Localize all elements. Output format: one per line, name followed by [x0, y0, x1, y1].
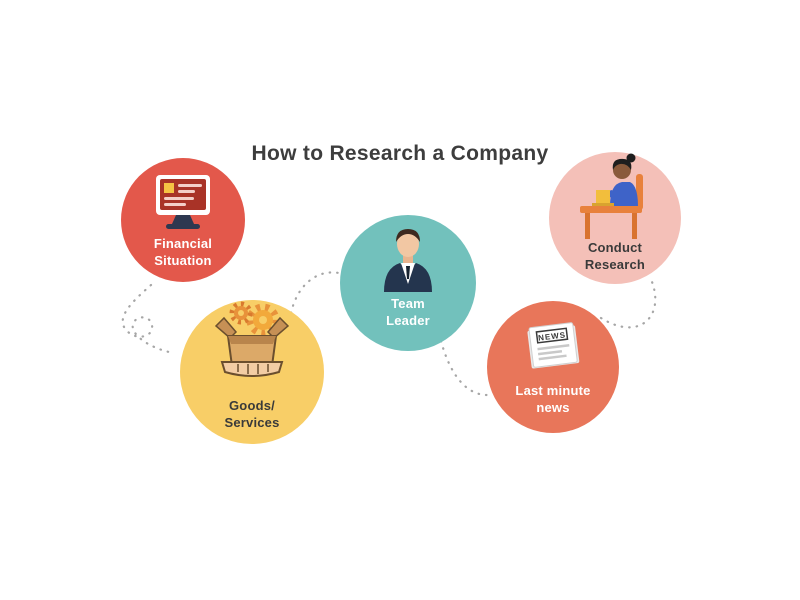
page-title: How to Research a Company	[251, 142, 549, 165]
circle-last-minute-news	[487, 301, 619, 433]
connector-financial-goods	[121, 283, 171, 354]
label-last-minute-news: Last minute news	[515, 383, 591, 415]
label-conduct-research: Conduct Research	[584, 240, 646, 272]
label-financial-situation: Financial Situation	[153, 236, 213, 268]
businessman-avatar-icon	[384, 229, 432, 292]
connector-goods-leader	[289, 271, 341, 315]
news-icon-text: NEWS	[538, 330, 567, 342]
connector-news-research	[599, 275, 657, 329]
box-gears-hand-icon	[214, 301, 290, 377]
newspaper-icon: NEWS	[527, 322, 580, 369]
circle-conduct-research	[549, 152, 681, 284]
person-at-desk-icon	[580, 153, 643, 239]
monitor-dashboard-icon	[156, 175, 210, 229]
label-goods-services: Goods/ Services	[224, 398, 280, 430]
connector-leader-news	[439, 339, 491, 397]
label-team-leader: Team Leader	[386, 296, 430, 328]
